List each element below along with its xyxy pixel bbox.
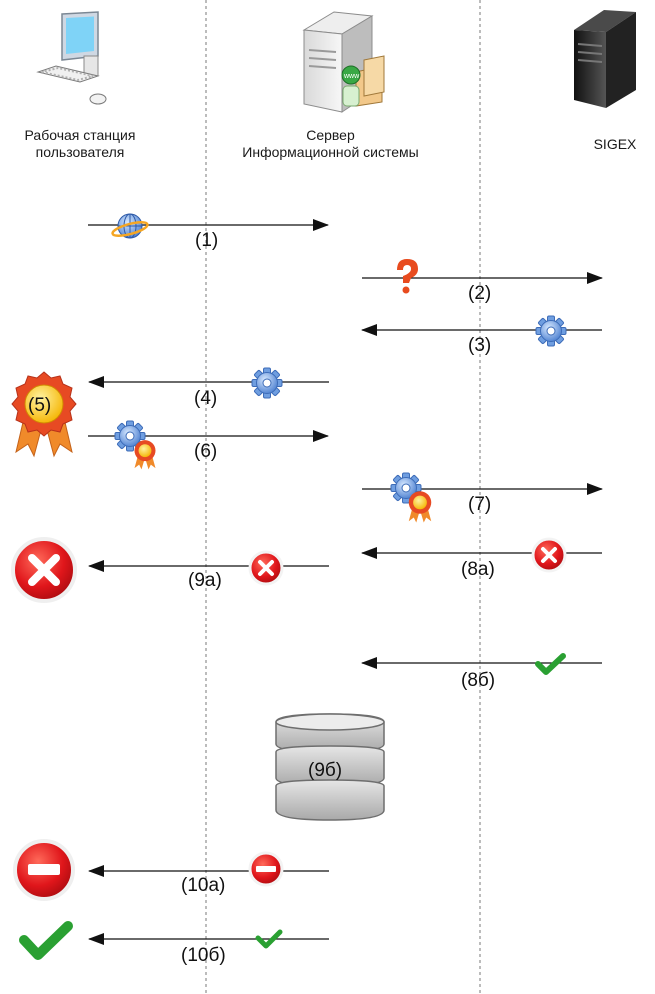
- gear-icon: [251, 367, 283, 399]
- globe-icon: [111, 213, 149, 239]
- check-icon: [255, 929, 283, 949]
- step-2-message: (2): [362, 259, 603, 304]
- step-8a-label: (8а): [461, 559, 495, 580]
- gear-award-icon: [114, 420, 156, 470]
- gear-icon: [535, 315, 567, 347]
- server-icon: www: [302, 11, 385, 113]
- question-icon: [397, 259, 418, 294]
- step-8b-message: (8б): [361, 653, 602, 691]
- error-large-icon: [11, 537, 77, 603]
- step-7-label: (7): [468, 494, 491, 515]
- step-8a-message: (8а): [361, 537, 602, 580]
- svg-text:www: www: [343, 73, 360, 80]
- sigex-server-icon: [574, 10, 636, 108]
- actor-label-sigex: SIGEX: [593, 136, 637, 152]
- check-icon: [535, 653, 566, 675]
- check-large-icon: [19, 921, 73, 960]
- gear-award-icon: [390, 472, 432, 523]
- step-9a-message: (9а): [11, 537, 329, 603]
- workstation-icon: [36, 11, 107, 105]
- step-9a-label: (9а): [188, 570, 222, 591]
- error-icon: [248, 550, 284, 586]
- step-1-label: (1): [195, 230, 218, 251]
- step-10b-message: (10б): [19, 921, 329, 966]
- step-4-label: (4): [194, 388, 217, 409]
- step-5-label: (5): [28, 395, 51, 416]
- step-7-message: (7): [362, 472, 603, 523]
- step-2-label: (2): [468, 283, 491, 304]
- database-icon: (9б): [275, 713, 385, 821]
- step-8b-label: (8б): [461, 670, 495, 691]
- actor-label-server: Сервер Информационной системы: [242, 127, 419, 160]
- award-badge-icon: (5): [11, 371, 77, 458]
- step-1-message: (1): [88, 213, 329, 251]
- step-6-label: (6): [194, 441, 217, 462]
- step-3-message: (3): [361, 315, 602, 356]
- step-10a-label: (10а): [181, 875, 225, 896]
- no-entry-icon: [248, 851, 284, 887]
- step-9b-label: (9б): [308, 760, 342, 781]
- step-6-message: (6): [88, 420, 329, 470]
- step-4-message: (4): [88, 367, 329, 409]
- step-10b-label: (10б): [181, 945, 226, 966]
- actor-label-workstation: Рабочая станция пользователя: [24, 127, 136, 160]
- no-entry-large-icon: [13, 839, 75, 901]
- step-3-label: (3): [468, 335, 491, 356]
- error-icon: [531, 537, 567, 573]
- step-10a-message: (10а): [13, 839, 329, 901]
